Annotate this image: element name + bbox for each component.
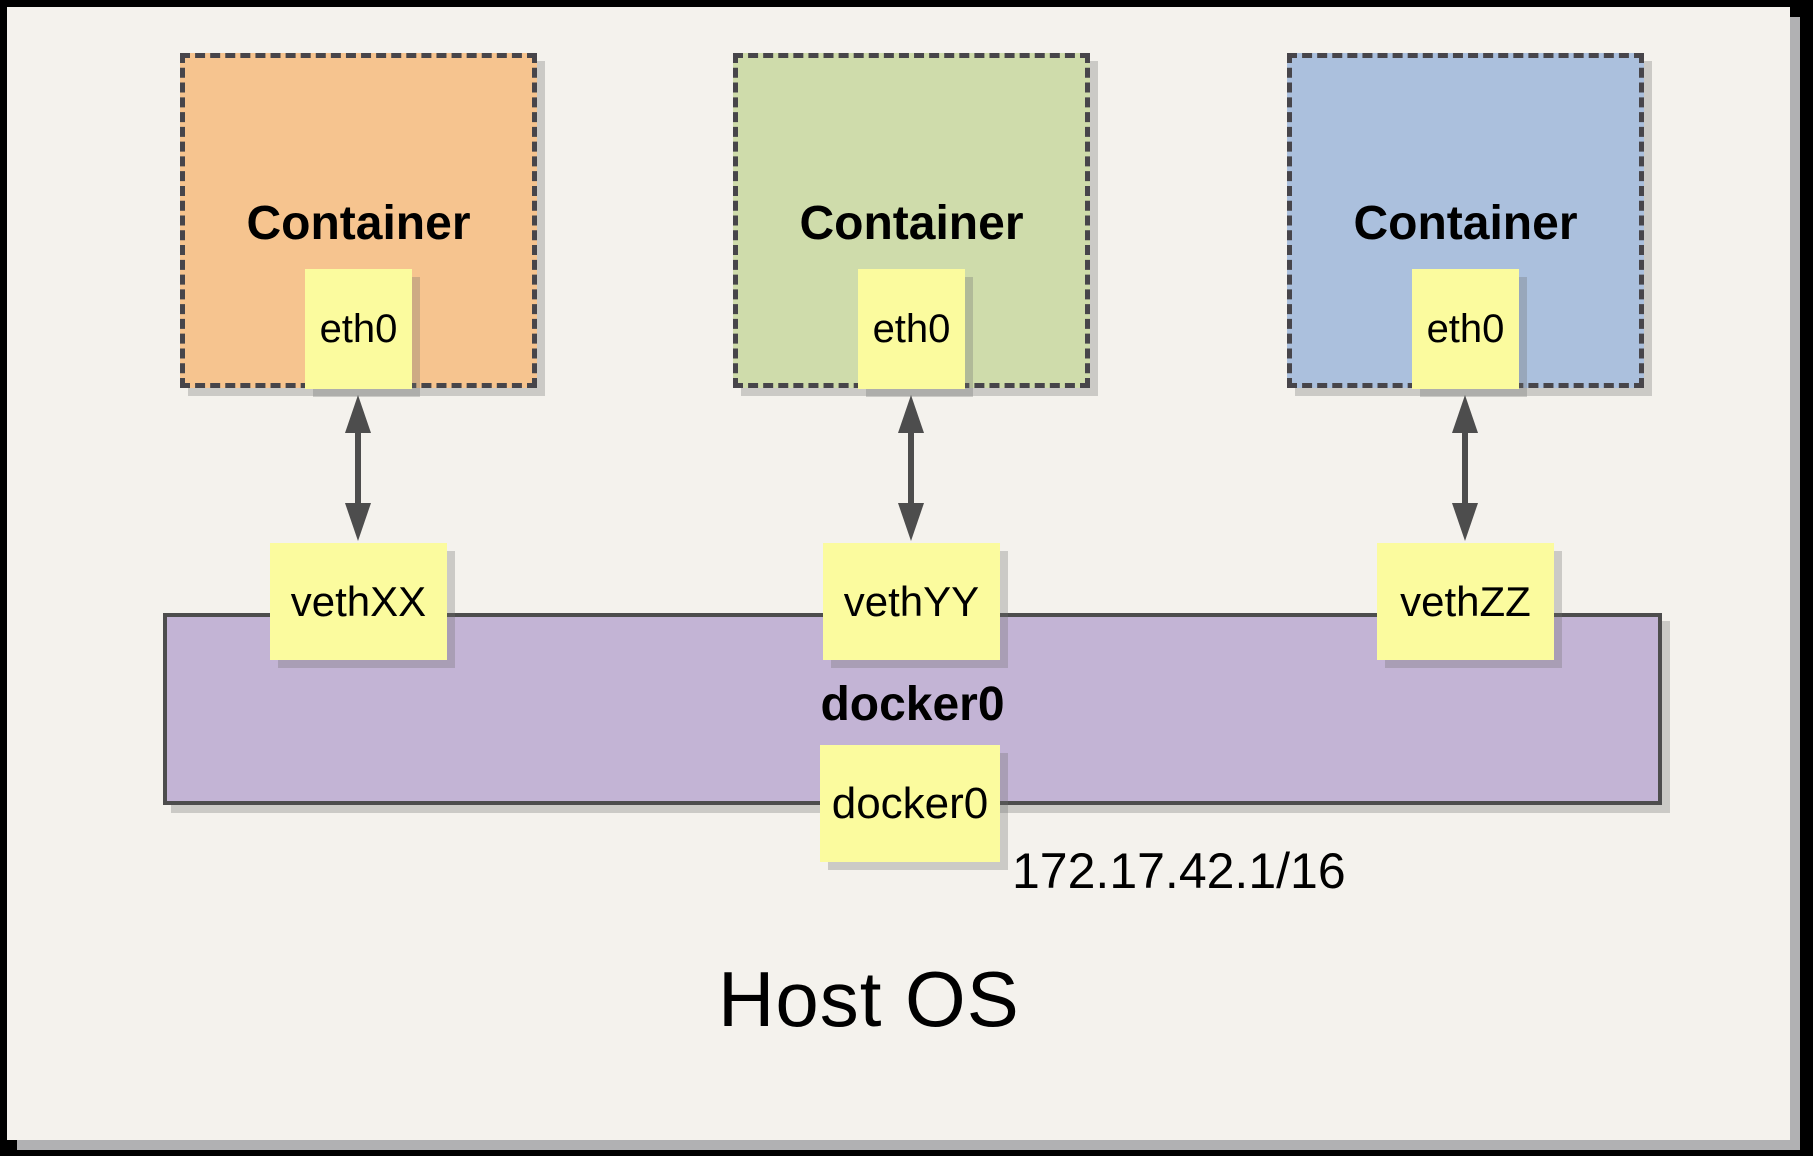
veth-link-arrow-icon-1 [343,393,373,543]
veth-link-arrow-icon-2 [896,393,926,543]
container-title: Container [799,197,1024,250]
docker0-interface-box: docker0 [820,745,1000,862]
veth-box-3: vethZZ [1377,543,1554,660]
container-title: Container [246,197,471,250]
veth-box-2: vethYY [823,543,1000,660]
eth0-box-1: eth0 [305,269,412,389]
host-os-label: Host OS [718,955,1020,1043]
container-title: Container [1353,197,1578,250]
veth-label: vethXX [290,577,427,625]
eth0-label: eth0 [319,306,398,351]
host-os-canvas: Container eth0 vethXX Container eth0 vet… [7,7,1790,1140]
docker0-bridge-label: docker0 [820,678,1005,731]
eth0-label: eth0 [872,306,951,351]
eth0-box-2: eth0 [858,269,965,389]
veth-link-arrow-icon-3 [1450,393,1480,543]
eth0-box-3: eth0 [1412,269,1519,389]
docker0-interface-label: docker0 [831,778,989,828]
veth-label: vethZZ [1400,577,1531,625]
eth0-label: eth0 [1426,306,1505,351]
bridge-ip-label: 172.17.42.1/16 [1012,843,1346,899]
veth-box-1: vethXX [270,543,447,660]
veth-label: vethYY [843,577,980,625]
